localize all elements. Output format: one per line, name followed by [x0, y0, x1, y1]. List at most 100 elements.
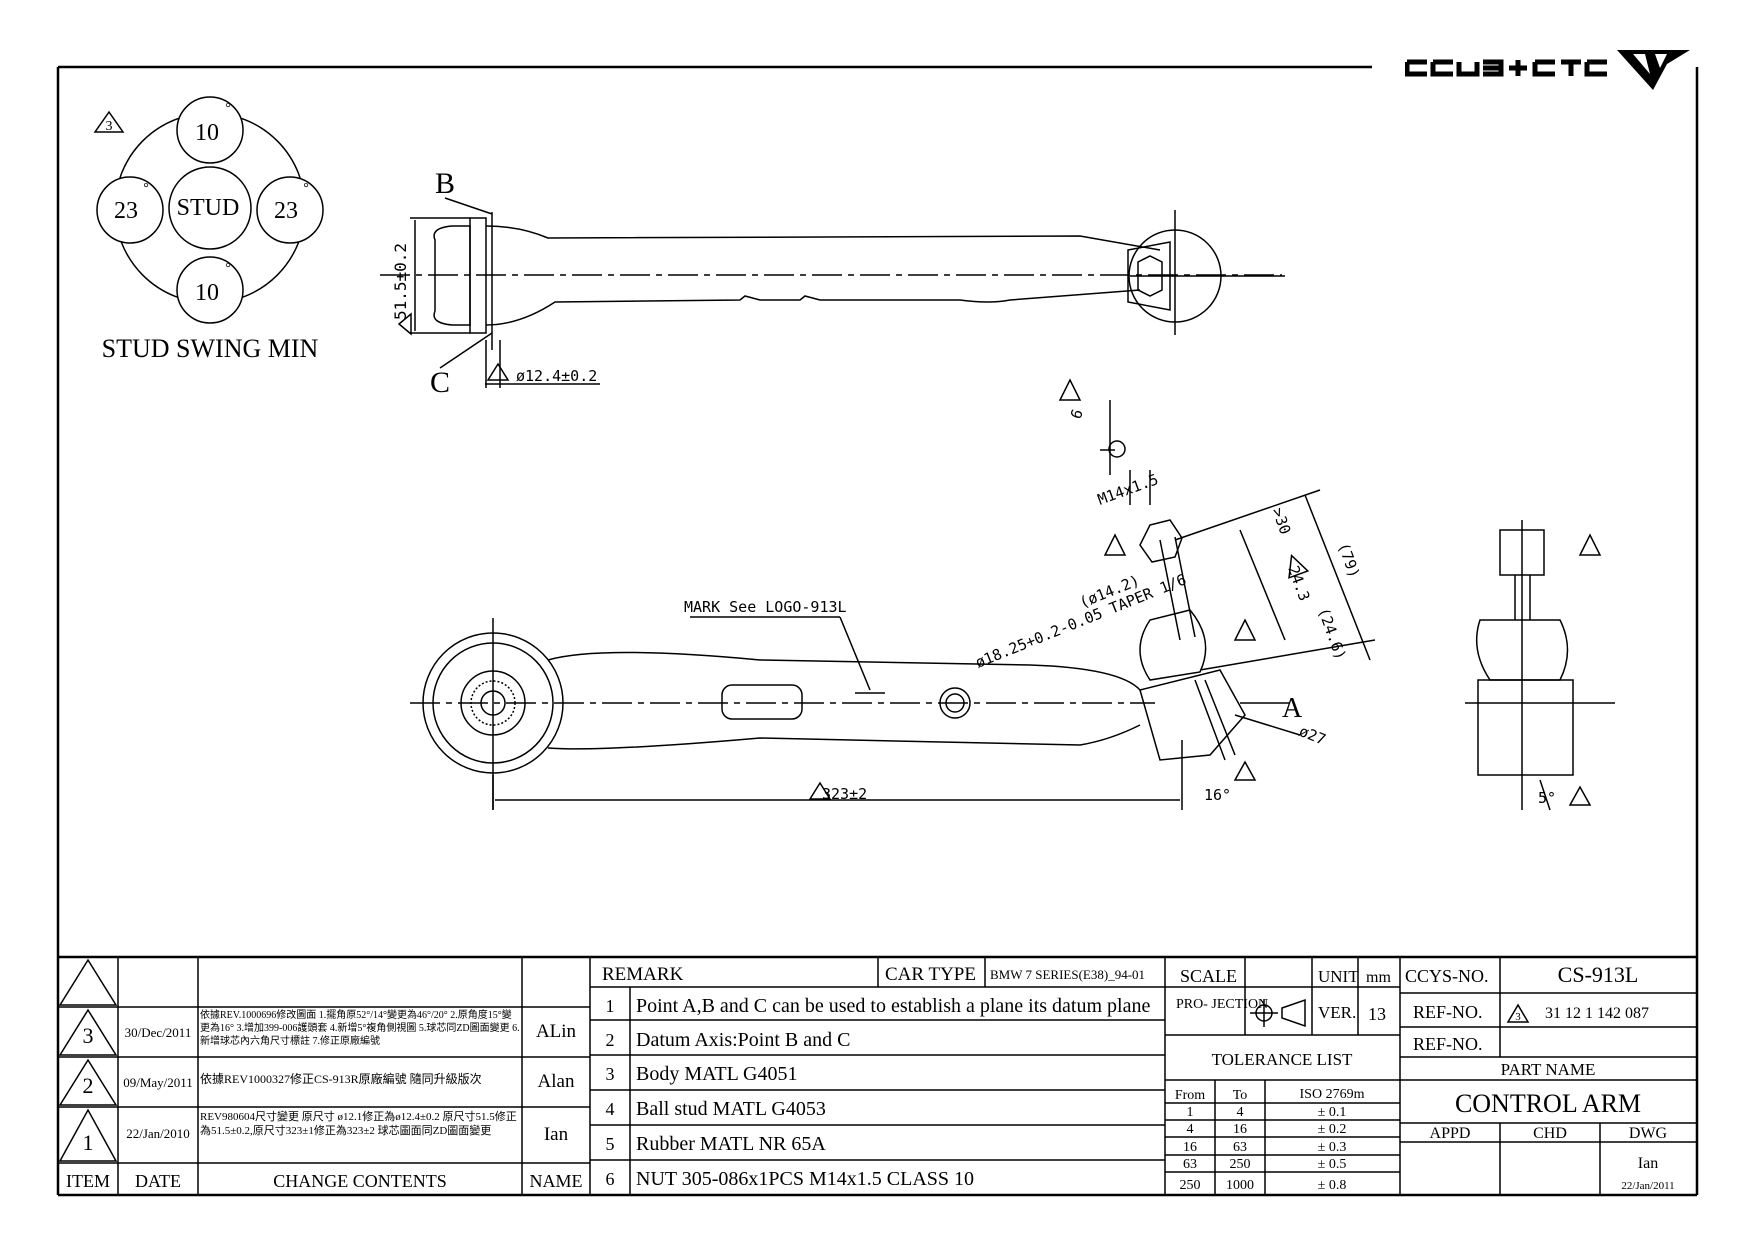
top-view: [380, 197, 1285, 388]
car-type-value: BMW 7 SERIES(E38)_94-01: [990, 967, 1145, 982]
dim-16-deg: 16°: [1204, 786, 1231, 804]
dim-27: ø27: [1297, 722, 1329, 749]
point-c-label: C: [430, 366, 450, 399]
remark-no-3: 3: [606, 1064, 615, 1084]
brand-logo: [1405, 50, 1690, 90]
tol-value: ± 0.5: [1318, 1157, 1347, 1172]
side-view: [1465, 520, 1615, 811]
rev2-content: 依據REV1000327修正CS-913R原廠編號 隨同升級版次: [200, 1072, 482, 1086]
dim-79: (79): [1334, 540, 1363, 580]
main-view: [410, 378, 1376, 810]
rev3-date: 30/Dec/2011: [125, 1025, 192, 1040]
swing-deg-right: °: [303, 181, 309, 196]
dim-thread-m14: M14x1.5: [1095, 470, 1161, 509]
dim-24-6: (24.6): [1314, 605, 1349, 662]
tol-from: 16: [1183, 1140, 1197, 1155]
ref-no-label: REF-NO.: [1413, 1002, 1483, 1022]
tol-value: ± 0.2: [1318, 1122, 1347, 1137]
dim-length-323: 323±2: [822, 785, 867, 803]
tol-value: ± 0.1: [1318, 1105, 1347, 1120]
remark-no-5: 5: [606, 1134, 615, 1154]
dim-taper: ø18.25+0.2-0.05 TAPER 1/6: [973, 570, 1189, 671]
ccys-no-label: CCYS-NO.: [1405, 966, 1489, 986]
remark-text-3: Body MATL G4051: [636, 1063, 797, 1085]
unit-label: UNIT: [1318, 967, 1359, 986]
tol-header-iso: ISO 2769m: [1300, 1087, 1365, 1102]
rev1-symbol: 1: [83, 1130, 94, 1155]
swing-right-value: 23: [274, 198, 298, 224]
dim-height-51-5: 51.5±0.2: [391, 243, 410, 320]
swing-deg-left: °: [143, 181, 149, 196]
tol-to: 63: [1233, 1140, 1247, 1155]
tol-from: 1: [1187, 1105, 1194, 1120]
rev2-name: Alan: [538, 1071, 575, 1092]
appd-label: APPD: [1430, 1125, 1471, 1142]
tol-from: 63: [1183, 1157, 1197, 1172]
header-name: NAME: [530, 1171, 583, 1191]
tol-from: 250: [1180, 1178, 1201, 1193]
ccys-no-value: CS-913L: [1558, 962, 1639, 987]
stud-swing-diagram: [93, 96, 324, 324]
ref-no-value: 31 12 1 142 087: [1545, 1005, 1649, 1022]
remark-no-1: 1: [606, 996, 615, 1016]
dim-hex-6: 6: [1067, 407, 1087, 422]
projection-label: PRO- JECTION: [1176, 997, 1268, 1012]
tol-to: 250: [1230, 1157, 1251, 1172]
rev2-symbol: 2: [83, 1073, 94, 1098]
ver-label: VER.: [1318, 1003, 1356, 1022]
swing-rev-mark: 3: [106, 119, 113, 134]
tol-to: 1000: [1226, 1178, 1254, 1193]
tol-header-to: To: [1233, 1088, 1248, 1103]
header-item: ITEM: [66, 1171, 110, 1191]
tol-from: 4: [1187, 1122, 1194, 1137]
swing-deg-top: °: [225, 101, 231, 116]
header-change-contents: CHANGE CONTENTS: [273, 1171, 447, 1191]
scale-label: SCALE: [1180, 966, 1237, 986]
tol-to: 4: [1237, 1105, 1244, 1120]
dim-5-deg: 5°: [1538, 789, 1556, 807]
remark-text-4: Ball stud MATL G4053: [636, 1098, 826, 1120]
point-b-label: B: [435, 167, 455, 200]
swing-left-value: 23: [114, 198, 138, 224]
rev1-content: REV980604尺寸變更 原尺寸 ø12.1修正為ø12.4±0.2 原尺寸5…: [200, 1111, 517, 1137]
dwg-by: Ian: [1638, 1155, 1658, 1172]
part-name-label: PART NAME: [1501, 1060, 1596, 1079]
tol-header-from: From: [1175, 1088, 1205, 1103]
ver-value: 13: [1368, 1004, 1386, 1024]
remark-no-2: 2: [606, 1030, 615, 1050]
swing-title: STUD SWING MIN: [102, 334, 319, 363]
rev1-name: Ian: [544, 1124, 569, 1145]
mark-note: MARK See LOGO-913L: [684, 598, 847, 616]
remark-text-6: NUT 305-086x1PCS M14x1.5 CLASS 10: [636, 1168, 974, 1190]
remark-label: REMARK: [602, 964, 684, 985]
chd-label: CHD: [1533, 1125, 1567, 1142]
dim-dia-12-4: ø12.4±0.2: [516, 367, 597, 385]
rev3-symbol: 3: [83, 1023, 94, 1048]
swing-center-label: STUD: [177, 195, 240, 221]
remark-text-5: Rubber MATL NR 65A: [636, 1133, 826, 1155]
unit-value: mm: [1366, 969, 1391, 986]
dim-30: >30: [1268, 505, 1294, 537]
rev3-name: ALin: [536, 1021, 577, 1042]
point-a-label: A: [1282, 693, 1303, 724]
tol-to: 16: [1233, 1122, 1247, 1137]
tol-value: ± 0.8: [1318, 1178, 1347, 1193]
header-date: DATE: [135, 1171, 181, 1191]
rev2-date: 09/May/2011: [123, 1075, 193, 1090]
title-block-grid: [58, 955, 1697, 1195]
tol-value: ± 0.3: [1318, 1140, 1347, 1155]
swing-deg-bottom: °: [225, 261, 231, 276]
rev1-date: 22/Jan/2010: [126, 1126, 190, 1141]
tolerance-title: TOLERANCE LIST: [1212, 1050, 1353, 1069]
dim-24-3: 24.3: [1284, 563, 1313, 603]
dwg-label: DWG: [1629, 1125, 1668, 1142]
remark-text-2: Datum Axis:Point B and C: [636, 1029, 850, 1051]
remark-text-1: Point A,B and C can be used to establish…: [636, 995, 1150, 1017]
swing-top-value: 10: [195, 120, 219, 146]
car-type-label: CAR TYPE: [885, 964, 976, 985]
rev3-content: 依據REV.1000696修改圖面 1.擺角原52°/14°變更為46°/20°…: [200, 1010, 520, 1047]
ref-no2-label: REF-NO.: [1413, 1034, 1483, 1054]
swing-bottom-value: 10: [195, 280, 219, 306]
dwg-date: 22/Jan/2011: [1621, 1180, 1674, 1192]
